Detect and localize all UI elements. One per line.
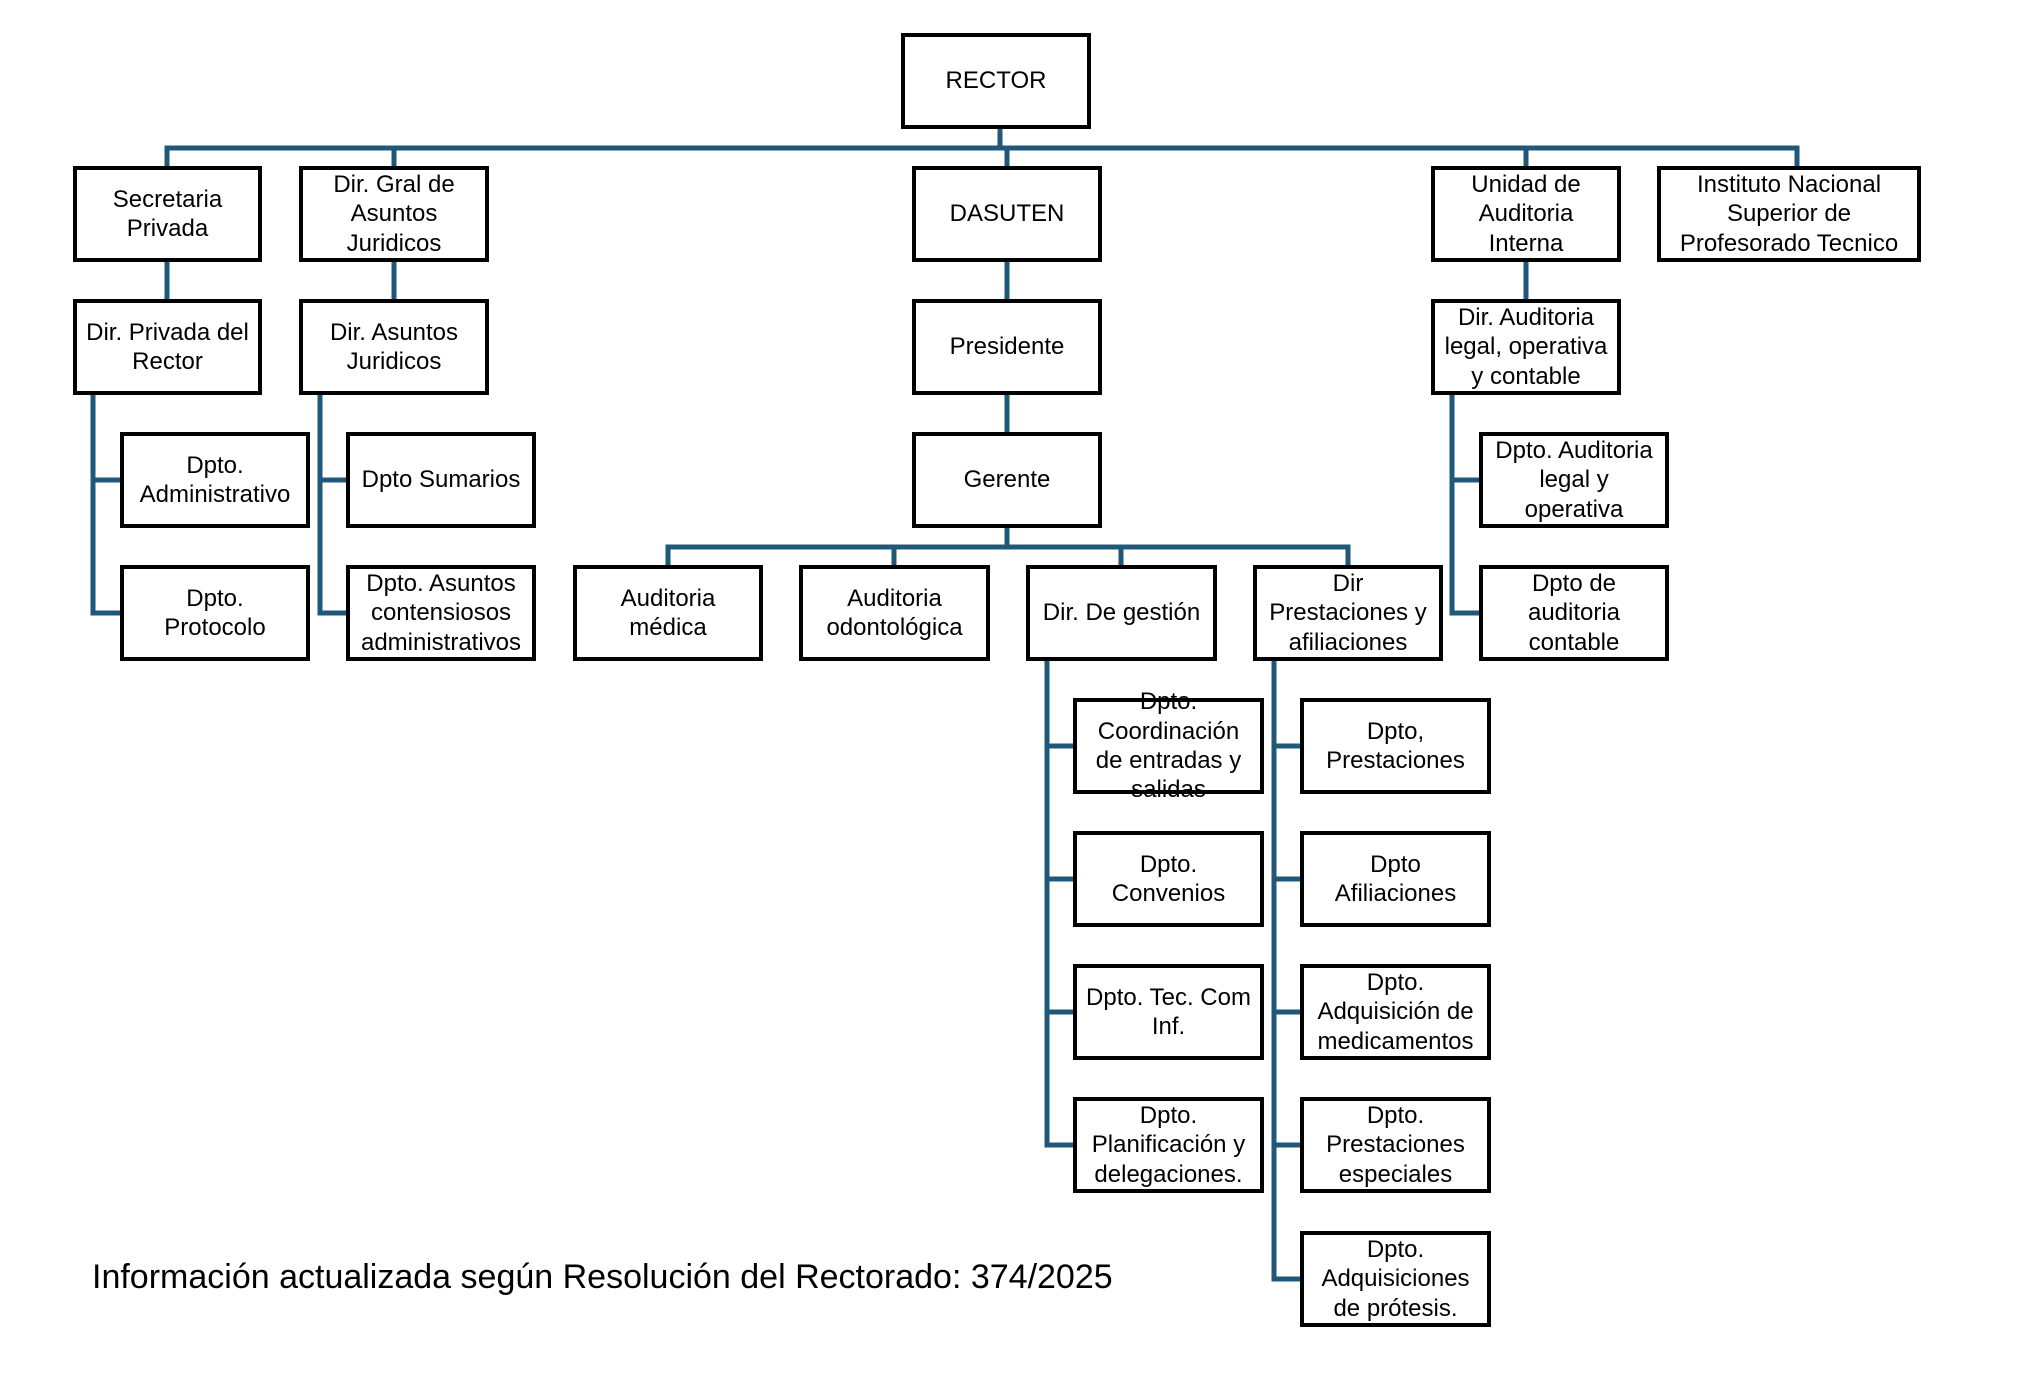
node-dpto-protocolo: Dpto. Protocolo [120, 565, 310, 661]
node-dpto-auditoria-legal-operativa: Dpto. Auditoria legal y operativa [1479, 432, 1669, 528]
node-dpto-tec-com-inf: Dpto. Tec. Com Inf. [1073, 964, 1264, 1060]
node-dpto-asuntos-contensiosos: Dpto. Asuntos contensiosos administrativ… [346, 565, 536, 661]
node-gerente: Gerente [912, 432, 1102, 528]
node-dir-privada-rector: Dir. Privada del Rector [73, 299, 262, 395]
node-dir-gral-asuntos-juridicos: Dir. Gral de Asuntos Juridicos [299, 166, 489, 262]
node-rector: RECTOR [901, 33, 1091, 129]
node-dir-de-gestion: Dir. De gestión [1026, 565, 1217, 661]
node-dpto-administrativo: Dpto. Administrativo [120, 432, 310, 528]
node-dpto-sumarios: Dpto Sumarios [346, 432, 536, 528]
node-dasuten: DASUTEN [912, 166, 1102, 262]
node-instituto-nacional: Instituto Nacional Superior de Profesora… [1657, 166, 1921, 262]
node-dpto-coordinacion: Dpto. Coordinación de entradas y salidas [1073, 688, 1264, 803]
node-secretaria-privada: Secretaria Privada [73, 166, 262, 262]
node-presidente: Presidente [912, 299, 1102, 395]
footer-note: Información actualizada según Resolución… [92, 1258, 1113, 1296]
node-auditoria-medica: Auditoria médica [573, 565, 763, 661]
node-dpto-adquisiciones-protesis: Dpto. Adquisiciones de prótesis. [1300, 1231, 1491, 1327]
node-dpto-prestaciones-especiales: Dpto. Prestaciones especiales [1300, 1097, 1491, 1193]
node-dir-prestaciones-afiliaciones: Dir Prestaciones y afiliaciones [1253, 565, 1443, 661]
node-dpto-convenios: Dpto. Convenios [1073, 831, 1264, 927]
node-dpto-auditoria-contable: Dpto de auditoria contable [1479, 565, 1669, 661]
node-dir-asuntos-juridicos: Dir. Asuntos Juridicos [299, 299, 489, 395]
node-dir-auditoria-legal: Dir. Auditoria legal, operativa y contab… [1431, 299, 1621, 395]
node-dpto-adquisicion-medicamentos: Dpto. Adquisición de medicamentos [1300, 964, 1491, 1060]
node-unidad-auditoria-interna: Unidad de Auditoria Interna [1431, 166, 1621, 262]
node-dpto-planificacion: Dpto. Planificación y delegaciones. [1073, 1097, 1264, 1193]
node-dpto-prestaciones: Dpto, Prestaciones [1300, 698, 1491, 794]
node-dpto-afiliaciones: Dpto Afiliaciones [1300, 831, 1491, 927]
node-auditoria-odontologica: Auditoria odontológica [799, 565, 990, 661]
